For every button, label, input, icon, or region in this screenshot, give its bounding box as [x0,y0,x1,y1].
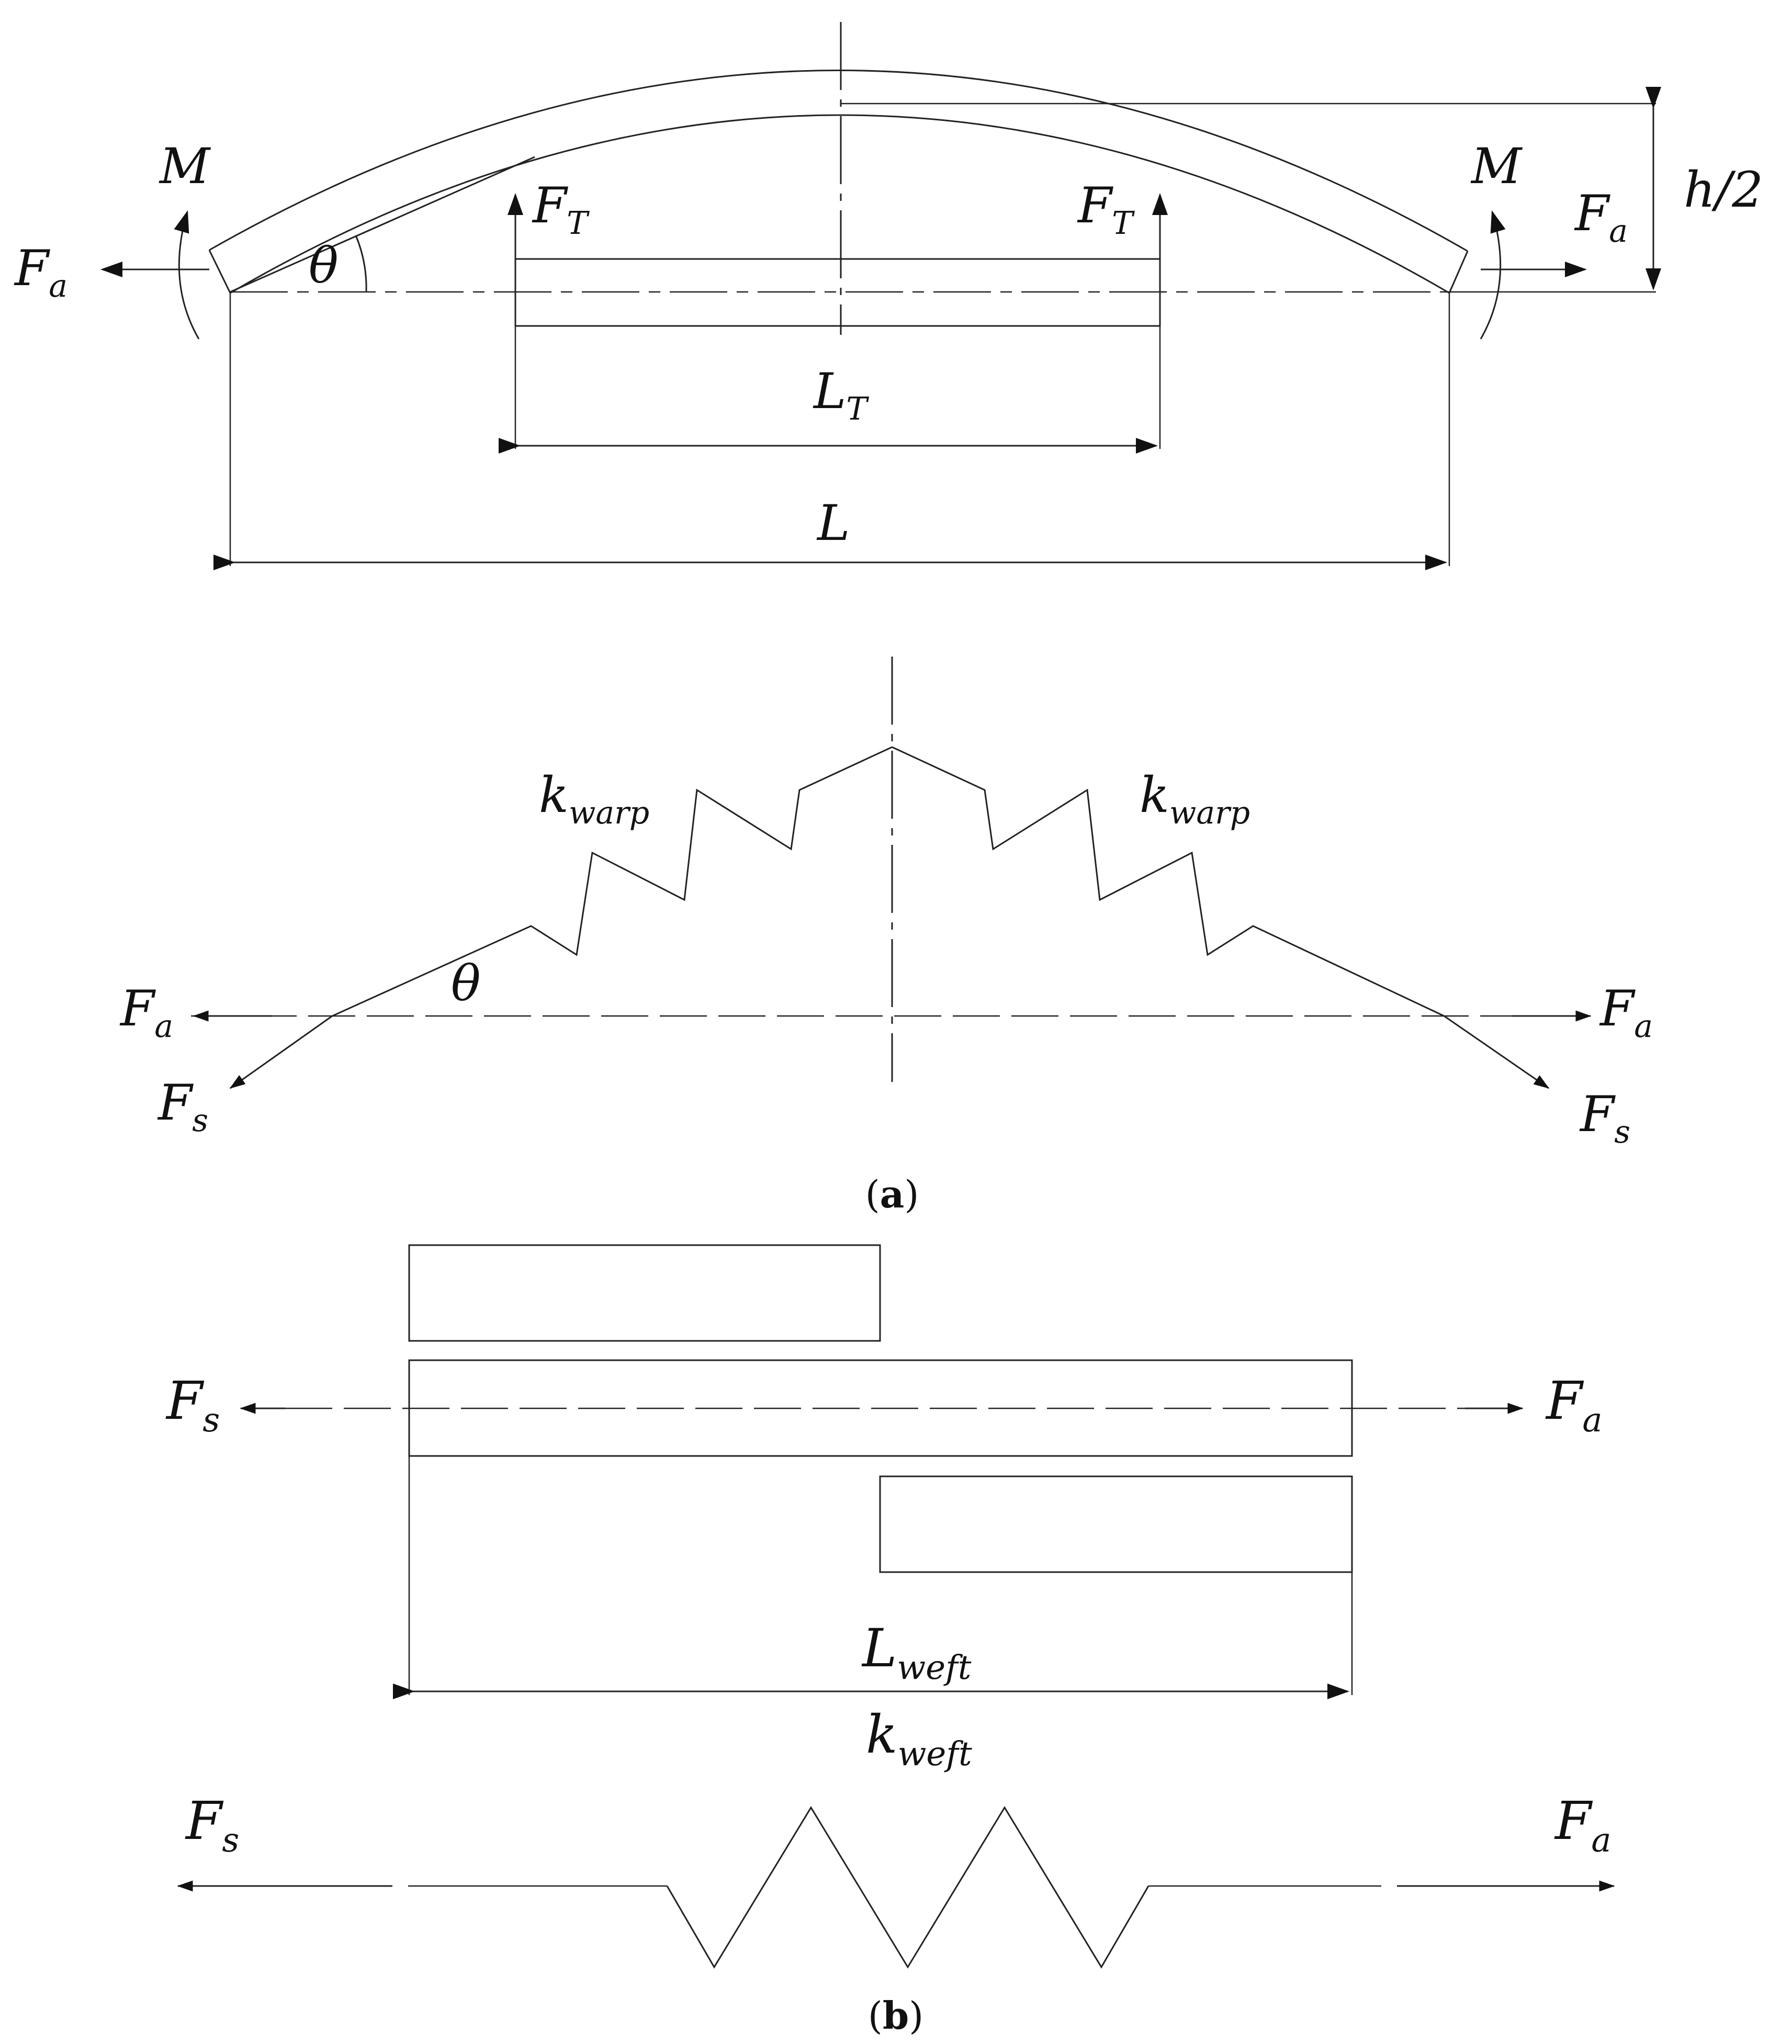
Fa-weft-spring-label: Fa [1554,1790,1611,1860]
M-left-label: M [159,138,211,195]
upper-block [408,1244,881,1342]
L-label: L [816,495,850,552]
panel-a-warp-spring: kwarp kwarp θ Fa Fa Fs Fs [119,657,1653,1150]
M-right-arc [1480,210,1506,340]
arch-outer-curve [209,70,1468,252]
M-left-arc [174,210,200,340]
FT-right-label: FT [1077,177,1135,242]
panel-b-weft-spring: kweft Fs Fa [177,1704,1615,1969]
Fs-right-spring-label: Fs [1579,1086,1630,1150]
panel-a-arch: M M Fa Fa θ FT FT LT L h/2 [14,22,1763,570]
arch-right-end [1448,251,1469,293]
Fs-weft-label: Fs [165,1370,220,1440]
warp-spring-right [892,746,1445,1017]
theta-arc [355,235,367,292]
Fa-right-label: Fa [1574,185,1628,250]
FT-left-label: FT [532,177,590,242]
caption-a: (a) [865,1172,919,1216]
tendon-rectangle [514,258,1161,327]
Fa-left-label: Fa [14,240,67,304]
Lweft-label: Lweft [861,1618,972,1687]
Fs-left-arrow [229,1015,333,1089]
M-right-label: M [1470,138,1523,195]
kweft-label: kweft [866,1704,972,1774]
Fs-weft-spring-label: Fs [185,1790,239,1860]
arch-left-end [208,250,231,293]
caption-b: (b) [868,1993,924,2038]
tangent-line [230,156,535,293]
arch-inner-curve [230,114,1450,294]
LT-label: LT [813,363,869,427]
Fa-left-spring-label: Fa [119,980,173,1045]
Fs-right-arrow [1444,1015,1550,1089]
theta-label: θ [309,238,339,295]
kwarp-right-label: kwarp [1140,767,1250,831]
theta-spring-label: θ [451,955,481,1012]
lower-block [879,1475,1353,1573]
h-half-label: h/2 [1684,162,1763,219]
panel-b-weft-blocks: Fs Fa Lweft [165,1244,1603,1699]
Fa-right-spring-label: Fa [1599,980,1653,1045]
warp-spring-left [332,746,893,1017]
weft-spring [666,1806,1149,1969]
kwarp-left-label: kwarp [539,767,649,831]
Fa-weft-label: Fa [1545,1370,1603,1440]
Fs-left-spring-label: Fs [157,1075,208,1139]
